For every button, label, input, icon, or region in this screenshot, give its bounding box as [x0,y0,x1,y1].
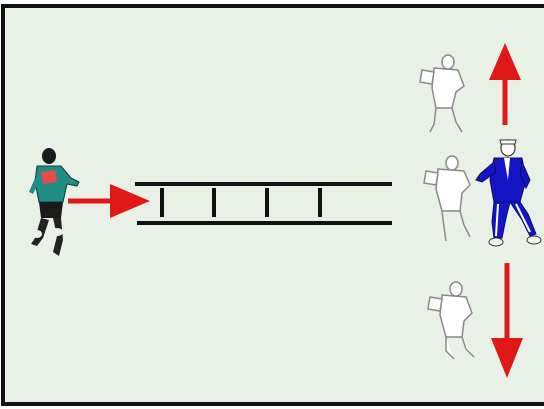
up-arrow [489,43,521,125]
field-border [1,4,544,406]
down-arrow [491,263,523,378]
coach-figure-icon [475,139,542,247]
agility-ladder [135,182,392,225]
field-background [3,6,544,404]
ghost-player-top-icon [419,54,465,133]
ghost-player-bottom-icon [427,281,475,360]
runner-to-ladder-arrow [68,184,150,218]
running-player-icon [29,148,80,256]
ghost-player-middle-icon [423,155,471,242]
